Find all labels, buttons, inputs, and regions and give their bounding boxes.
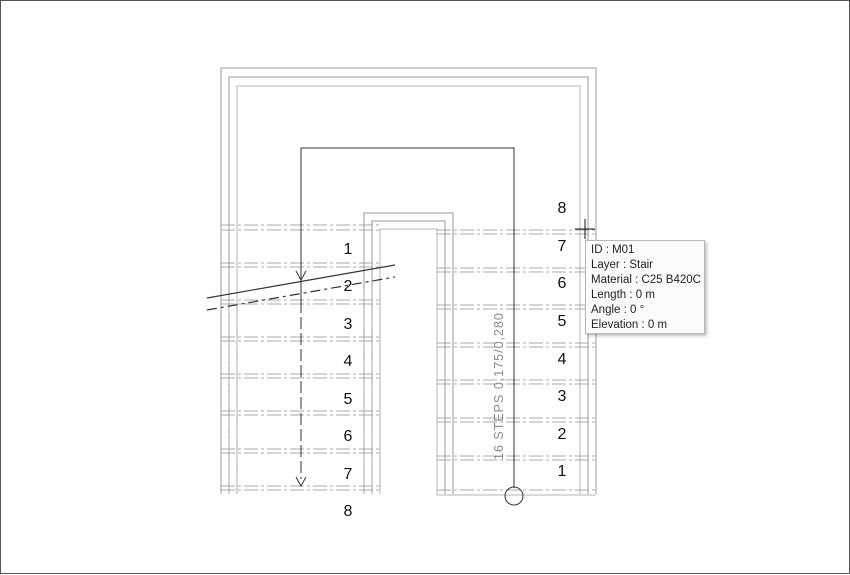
well-inner-line xyxy=(371,220,446,494)
break-line xyxy=(206,264,396,311)
outer-wall-finish-line xyxy=(236,85,581,494)
step-number: 6 xyxy=(343,428,353,445)
step-number: 5 xyxy=(343,391,353,408)
cursor-crosshair xyxy=(575,219,595,239)
step-number: 4 xyxy=(557,351,567,368)
step-number: 7 xyxy=(343,466,353,483)
tooltip-layer: Layer : Stair xyxy=(591,259,653,271)
tooltip-length: Length : 0 m xyxy=(591,289,655,301)
stair-annotation: 16 STEPS 0,175/0,280 xyxy=(492,312,506,460)
step-number: 3 xyxy=(343,316,353,333)
step-number: 8 xyxy=(343,503,353,520)
well-outline xyxy=(363,212,454,494)
tooltip-id: ID : M01 xyxy=(591,244,635,256)
tooltip-material: Material : C25 B420C xyxy=(591,274,701,286)
step-number: 8 xyxy=(557,200,567,217)
step-number: 2 xyxy=(557,426,567,443)
step-number: 1 xyxy=(557,463,567,480)
step-number: 4 xyxy=(343,353,353,370)
outer-wall-outline xyxy=(220,67,597,494)
property-tooltip: ID : M01 Layer : Stair Material : C25 B4… xyxy=(585,240,705,334)
right-flight-treads xyxy=(437,229,596,491)
step-number: 1 xyxy=(343,241,353,258)
step-number: 5 xyxy=(557,313,567,330)
walking-line xyxy=(295,147,524,506)
tooltip-elevation: Elevation : 0 m xyxy=(591,319,668,331)
step-number: 3 xyxy=(557,388,567,405)
start-circle xyxy=(504,486,524,506)
step-number: 6 xyxy=(557,275,567,292)
step-number: 7 xyxy=(557,238,567,255)
tooltip-angle: Angle : 0 ° xyxy=(591,304,645,316)
step-number: 2 xyxy=(343,278,353,295)
outer-wall-inner-line xyxy=(228,76,589,494)
